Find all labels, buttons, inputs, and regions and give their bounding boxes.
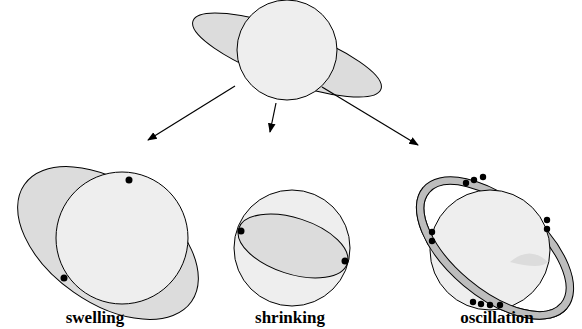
figure-label: shrinking — [255, 309, 325, 326]
figure-label: swelling — [66, 309, 125, 326]
arrows — [148, 86, 418, 145]
oscillation-figure — [391, 150, 582, 329]
figure-label: oscillation — [460, 309, 534, 326]
initial-disk — [184, 0, 390, 114]
swelling-figure — [0, 135, 226, 329]
shrinking-figure — [230, 190, 356, 306]
